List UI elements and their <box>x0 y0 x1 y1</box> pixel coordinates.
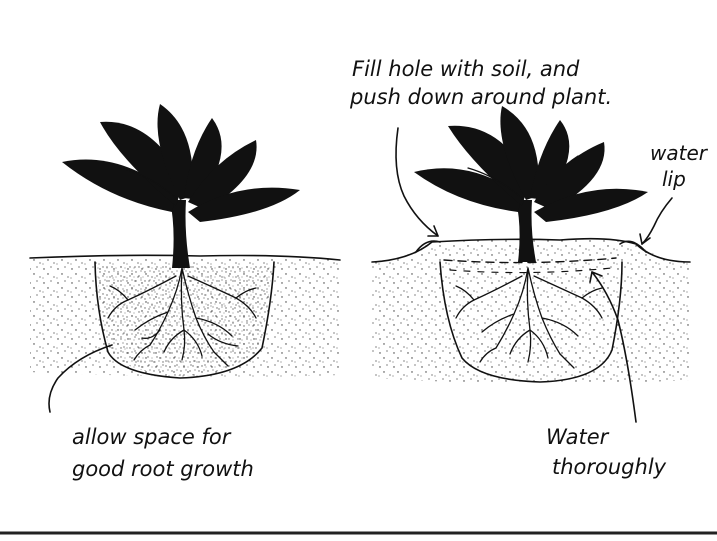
water-lip-label-line1: water <box>650 141 709 165</box>
allow-space-label-line1: allow space for <box>72 425 232 449</box>
water-thoroughly-label-line2: thoroughly <box>552 455 667 479</box>
fill-hole-label-line2: push down around plant. <box>349 85 612 109</box>
allow-space-label-line2: good root growth <box>72 457 254 481</box>
water-lip-label-line2: lip <box>662 167 686 191</box>
right-stem <box>516 200 536 262</box>
water-lip-arrow <box>642 198 672 244</box>
right-planting-illustration <box>372 106 690 422</box>
left-planting-illustration <box>30 104 340 412</box>
left-stem <box>170 200 190 268</box>
fill-hole-label-line1: Fill hole with soil, and <box>352 57 580 81</box>
water-thoroughly-label-line1: Water <box>546 425 610 449</box>
